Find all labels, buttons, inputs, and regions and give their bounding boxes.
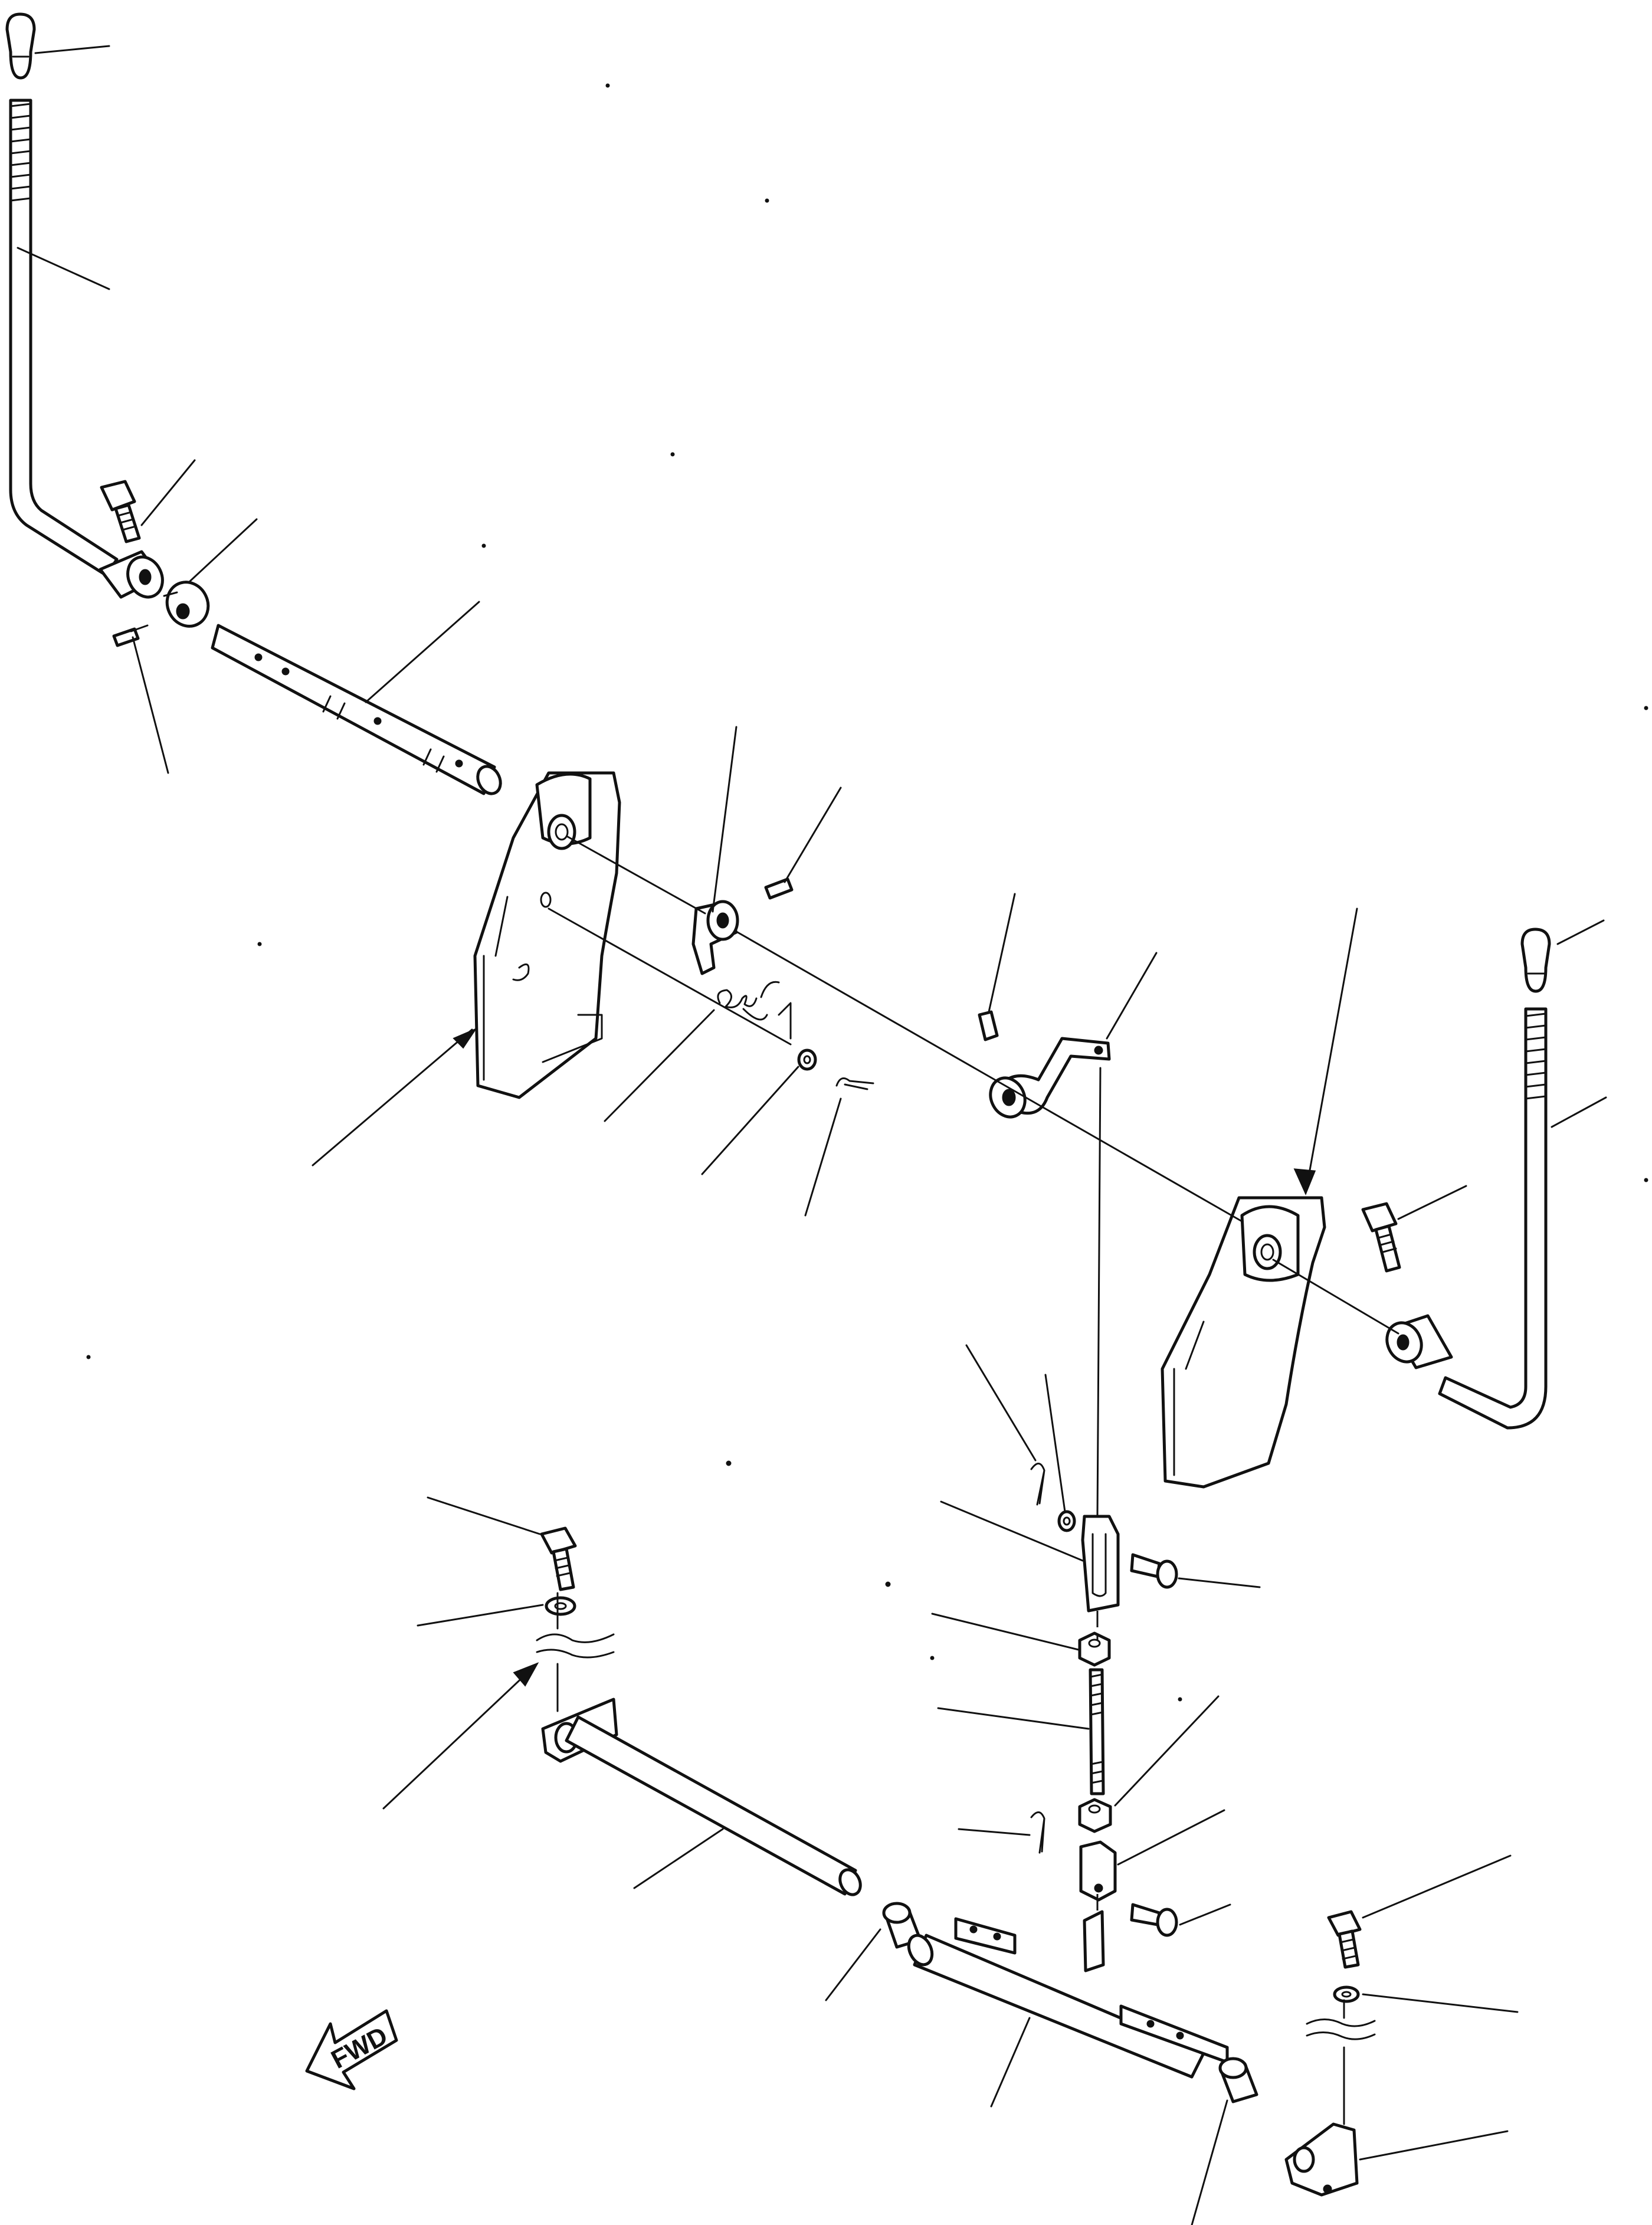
center-arm — [691, 900, 739, 975]
center-arm-pin — [764, 877, 794, 900]
left-lever-knob — [5, 12, 36, 80]
return-spring — [717, 981, 792, 1040]
forward-direction-arrow: FWD — [305, 2009, 398, 2090]
left-bracket — [473, 771, 621, 1099]
lower-right-pivot-bracket — [1284, 2122, 1359, 2197]
right-lever-bolt — [1361, 1202, 1401, 1273]
lower-right-washer — [1333, 1985, 1360, 2003]
clevis-upper — [1081, 1515, 1120, 1613]
cross-shaft — [211, 624, 502, 795]
linkage-arm — [989, 1037, 1111, 1119]
leader-lines — [17, 45, 1607, 2225]
assembly-centerlines — [130, 591, 1399, 2125]
left-lever-hub — [99, 550, 164, 599]
left-spring-pin — [112, 627, 140, 647]
right-lever-rod — [1438, 1007, 1548, 1430]
lower-left-washer — [545, 1596, 576, 1616]
clevis-lower — [1079, 1840, 1117, 1902]
nut-lower — [1078, 1798, 1112, 1833]
washer-upper — [1057, 1510, 1076, 1532]
cotter-pin-lower — [1030, 1811, 1045, 1854]
bushing-right — [1218, 2057, 1258, 2103]
lower-tube-weldment — [907, 1910, 1229, 2079]
frame-section-right — [1306, 2018, 1376, 2040]
scan-specks — [86, 83, 1648, 1702]
lower-left-bolt — [540, 1526, 577, 1591]
right-lever-knob — [1520, 928, 1551, 993]
threaded-rod — [1089, 1668, 1105, 1795]
cotter-pin-upper — [1030, 1463, 1045, 1506]
lower-right-bolt — [1327, 1910, 1362, 1969]
lower-cross-shaft — [565, 1715, 862, 1896]
nut-upper — [1078, 1631, 1111, 1667]
washer-center — [797, 1048, 817, 1071]
callout-arrowheads — [453, 1027, 1316, 1687]
right-lever-hub — [1385, 1314, 1453, 1369]
left-lever-rod — [9, 99, 119, 577]
clevis-pin-upper — [1130, 1553, 1178, 1589]
frame-section-left — [536, 1633, 615, 1659]
cotter-pin-center — [835, 1077, 874, 1090]
right-bracket — [1161, 1196, 1326, 1489]
linkage-arm-pin — [978, 1010, 999, 1041]
clevis-pin-lower — [1130, 1903, 1178, 1937]
left-lever-bolt — [100, 480, 141, 543]
left-collar — [165, 581, 210, 628]
